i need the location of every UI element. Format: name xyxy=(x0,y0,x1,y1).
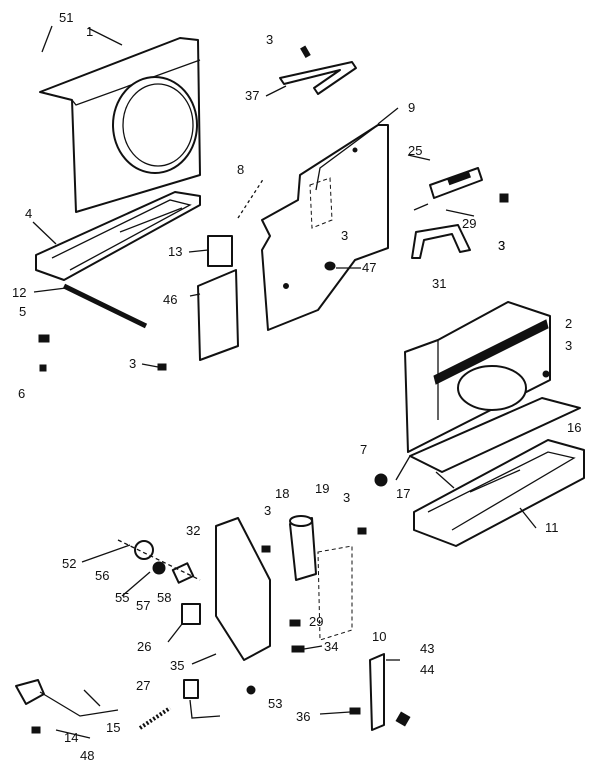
housing-part-2 xyxy=(404,301,551,453)
callout-58: 58 xyxy=(157,590,171,605)
base-tray-part-4 xyxy=(35,191,201,281)
callout-52: 52 xyxy=(62,556,76,571)
callout-48: 48 xyxy=(80,748,94,763)
callout-46: 46 xyxy=(163,292,177,307)
leader-lines xyxy=(32,25,537,739)
callout-35: 35 xyxy=(170,658,184,673)
plate-part-25 xyxy=(429,167,483,199)
callout-14: 14 xyxy=(64,730,78,745)
bracket-part-37 xyxy=(279,45,357,95)
callout-47: 47 xyxy=(362,260,376,275)
callout-25: 25 xyxy=(408,143,422,158)
callout-6: 6 xyxy=(18,386,25,401)
lower-hardware xyxy=(183,527,411,731)
callout-4: 4 xyxy=(25,206,32,221)
control-bracket-part-35 xyxy=(215,517,271,661)
callout-37: 37 xyxy=(245,88,259,103)
callout-3: 3 xyxy=(565,338,572,353)
capacitor-part-18 xyxy=(289,515,317,581)
power-cord-part-15 xyxy=(15,679,172,734)
callout-26: 26 xyxy=(137,639,151,654)
callout-8: 8 xyxy=(237,162,244,177)
callout-27: 27 xyxy=(136,678,150,693)
callout-31: 31 xyxy=(432,276,446,291)
callout-3: 3 xyxy=(264,503,271,518)
callout-labels: 51 1 3 37 9 25 8 29 3 4 13 3 47 3 31 12 … xyxy=(12,10,581,763)
callout-7: 7 xyxy=(360,442,367,457)
callout-3: 3 xyxy=(266,32,273,47)
callout-15: 15 xyxy=(106,720,120,735)
callout-44: 44 xyxy=(420,662,434,677)
callout-3: 3 xyxy=(343,490,350,505)
rod-part-12 xyxy=(62,283,148,329)
grommet-part-7 xyxy=(374,473,388,487)
callout-9: 9 xyxy=(408,100,415,115)
back-panel-part-9 xyxy=(261,124,389,331)
callout-29: 29 xyxy=(462,216,476,231)
callout-32: 32 xyxy=(186,523,200,538)
callout-43: 43 xyxy=(420,641,434,656)
drip-pan-part-11-16 xyxy=(413,439,585,547)
callout-51: 51 xyxy=(59,10,73,25)
callout-17: 17 xyxy=(396,486,410,501)
callout-12: 12 xyxy=(12,285,26,300)
bracket-part-10 xyxy=(317,545,353,641)
control-knobs xyxy=(117,539,201,625)
callout-10: 10 xyxy=(372,629,386,644)
callout-3: 3 xyxy=(129,356,136,371)
callout-3: 3 xyxy=(341,228,348,243)
front-panel-part-1 xyxy=(39,37,201,213)
callout-1: 1 xyxy=(86,24,93,39)
callout-11: 11 xyxy=(545,520,559,535)
bracket-part-31 xyxy=(411,224,471,259)
base-plate-part-17 xyxy=(409,397,581,473)
callout-34: 34 xyxy=(324,639,338,654)
callout-19: 19 xyxy=(315,481,329,496)
callout-18: 18 xyxy=(275,486,289,501)
callout-57: 57 xyxy=(136,598,150,613)
cover-part-46 xyxy=(197,269,239,361)
plate-part-13 xyxy=(207,235,233,267)
callout-55: 55 xyxy=(115,590,129,605)
small-hardware xyxy=(38,177,509,372)
callout-56: 56 xyxy=(95,568,109,583)
callout-3: 3 xyxy=(498,238,505,253)
callout-16: 16 xyxy=(567,420,581,435)
callout-53: 53 xyxy=(268,696,282,711)
callout-2: 2 xyxy=(565,316,572,331)
callout-29: 29 xyxy=(309,614,323,629)
callout-5: 5 xyxy=(19,304,26,319)
callout-13: 13 xyxy=(168,244,182,259)
callout-3: 3 xyxy=(498,238,505,253)
callout-36: 36 xyxy=(296,709,310,724)
